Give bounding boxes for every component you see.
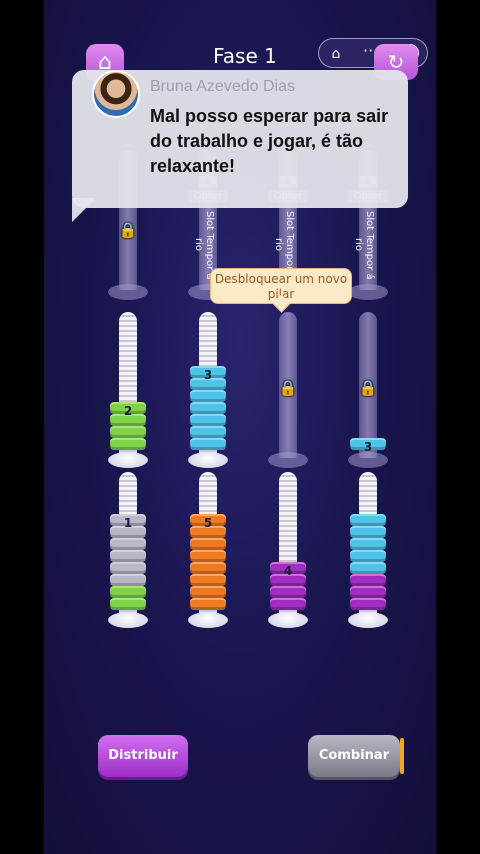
lock-icon: 🔒 xyxy=(358,379,378,397)
hex-nut xyxy=(190,598,226,610)
hex-nut xyxy=(190,414,226,426)
pillar-base xyxy=(348,452,388,468)
avatar xyxy=(92,70,140,118)
notification-message: Mal posso esperar para sair do trabalho … xyxy=(150,106,389,176)
hex-nut xyxy=(190,514,226,526)
hex-nut xyxy=(190,402,226,414)
hex-nut xyxy=(350,574,386,586)
nut-count-label: 2 xyxy=(123,404,133,418)
hex-nut xyxy=(350,598,386,610)
hex-nut xyxy=(110,402,146,414)
lock-icon: 🔒 xyxy=(278,379,298,397)
hex-nut xyxy=(350,586,386,598)
unlock-pillar-tooltip[interactable]: Desbloquear um novo pilar xyxy=(210,268,352,304)
chat-notification[interactable]: Bruna Azevedo Dias Mal posso esperar par… xyxy=(72,70,408,208)
nut-count-label: 3 xyxy=(203,368,213,382)
hex-nut xyxy=(270,562,306,574)
nut-count-label: 3 xyxy=(363,440,373,454)
hex-nut xyxy=(190,438,226,450)
pillar-rod xyxy=(279,312,297,458)
pillar-base xyxy=(348,284,388,300)
hex-nut xyxy=(190,390,226,402)
pillar-base xyxy=(268,612,308,628)
pillar[interactable] xyxy=(340,472,396,638)
hex-nut xyxy=(350,514,386,526)
hex-nut xyxy=(190,366,226,378)
notification-sender-name: Bruna Azevedo Dias xyxy=(150,78,295,95)
restart-icon: ↻ xyxy=(387,50,405,74)
house-icon: ⌂ xyxy=(98,50,112,75)
capsule-home-icon[interactable]: ⌂ xyxy=(331,46,341,62)
pillar-base xyxy=(348,612,388,628)
pillar-rod xyxy=(359,312,377,458)
hex-nut xyxy=(350,526,386,538)
hex-nut xyxy=(190,550,226,562)
hex-nut xyxy=(190,586,226,598)
pillar[interactable]: 4 xyxy=(260,472,316,638)
pillar[interactable]: 🔒 xyxy=(260,312,316,478)
pillar[interactable]: 2 xyxy=(100,312,156,478)
hex-nut xyxy=(110,426,146,438)
hex-nut xyxy=(350,538,386,550)
pillar[interactable]: 3🔒 xyxy=(340,312,396,478)
pillar-base xyxy=(108,284,148,300)
combine-button[interactable]: Combinar xyxy=(308,735,400,777)
temporary-slot-label: Slot Tempor á rio xyxy=(193,210,215,280)
hex-nut xyxy=(190,378,226,390)
phase-title: Fase 1 xyxy=(213,44,277,68)
pillar-base xyxy=(108,612,148,628)
hex-nut xyxy=(110,562,146,574)
hex-nut xyxy=(190,538,226,550)
hex-nut xyxy=(270,598,306,610)
hex-nut xyxy=(110,538,146,550)
hex-nut xyxy=(270,586,306,598)
hex-nut xyxy=(270,574,306,586)
pillar-base xyxy=(108,452,148,468)
pillar-base xyxy=(188,612,228,628)
hex-nut xyxy=(190,562,226,574)
hex-nut xyxy=(190,526,226,538)
pillar-base xyxy=(268,452,308,468)
lock-icon: 🔒 xyxy=(118,221,138,239)
nut-count-label: 5 xyxy=(203,516,213,530)
temporary-slot-label: Slot Tempor á rio xyxy=(273,210,295,280)
pillar[interactable]: 3 xyxy=(180,312,236,478)
hex-nut xyxy=(190,426,226,438)
hex-nut xyxy=(110,574,146,586)
hex-nut xyxy=(110,438,146,450)
distribute-button[interactable]: Distribuir xyxy=(98,735,188,777)
pillar-base xyxy=(188,452,228,468)
nut-count-label: 4 xyxy=(283,564,293,578)
hex-nut xyxy=(350,550,386,562)
temporary-slot-label: Slot Tempor á rio xyxy=(353,210,375,280)
hex-nut xyxy=(110,586,146,598)
hex-nut xyxy=(350,562,386,574)
hex-nut xyxy=(110,598,146,610)
hex-nut xyxy=(350,438,386,450)
hex-nut xyxy=(190,574,226,586)
nut-count-label: 1 xyxy=(123,516,133,530)
pillar[interactable]: 1 xyxy=(100,472,156,638)
hex-nut xyxy=(110,414,146,426)
hex-nut xyxy=(110,514,146,526)
combine-button-accent xyxy=(400,738,404,774)
pillar[interactable]: 5 xyxy=(180,472,236,638)
hex-nut xyxy=(110,550,146,562)
hex-nut xyxy=(110,526,146,538)
